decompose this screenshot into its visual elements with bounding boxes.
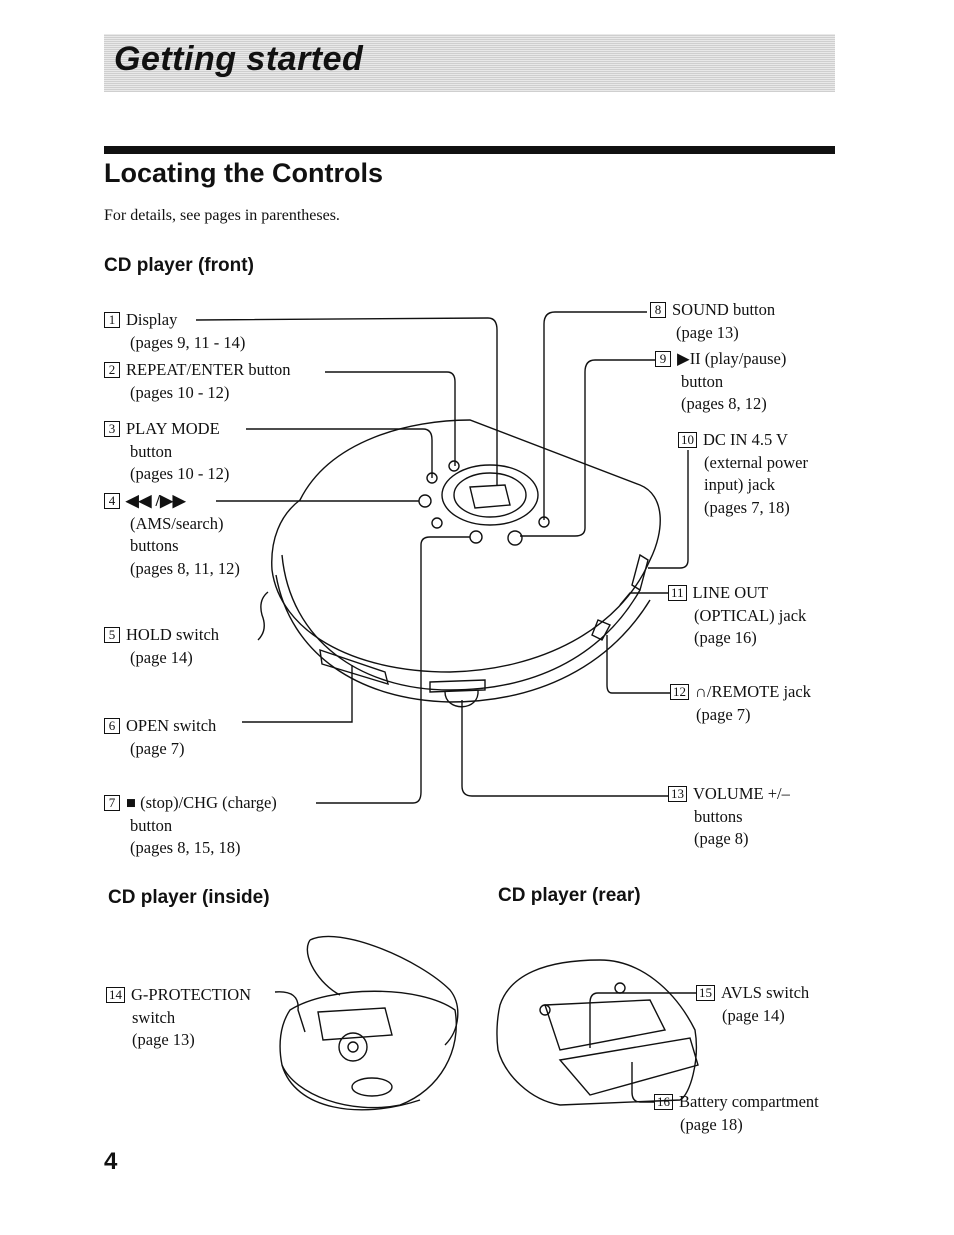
heading-rear: CD player (rear) <box>498 885 641 906</box>
section-banner <box>104 34 835 92</box>
leader-lines-front <box>195 311 689 804</box>
callout-remote-jack: 12∩/REMOTE jack (page 7) <box>670 681 811 726</box>
inside-player-drawing <box>274 935 459 1111</box>
section-title: Getting started <box>114 40 364 78</box>
callout-play-pause-button: 9▶II (play/pause) button (pages 8, 12) <box>655 348 786 416</box>
intro-text: For details, see pages in parentheses. <box>104 207 340 224</box>
callout-ams-search-buttons: 4◀◀ /▶▶ (AMS/search) buttons (pages 8, 1… <box>104 490 240 580</box>
callout-stop-chg-button: 7■ (stop)/CHG (charge) button (pages 8, … <box>104 792 277 860</box>
heading-front: CD player (front) <box>104 255 254 276</box>
rear-player-drawing <box>496 959 699 1106</box>
page-number: 4 <box>104 1148 118 1175</box>
heading-inside: CD player (inside) <box>108 887 270 908</box>
front-player-drawing <box>271 419 661 708</box>
page-title: Locating the Controls <box>104 158 383 188</box>
title-rule <box>104 146 835 154</box>
